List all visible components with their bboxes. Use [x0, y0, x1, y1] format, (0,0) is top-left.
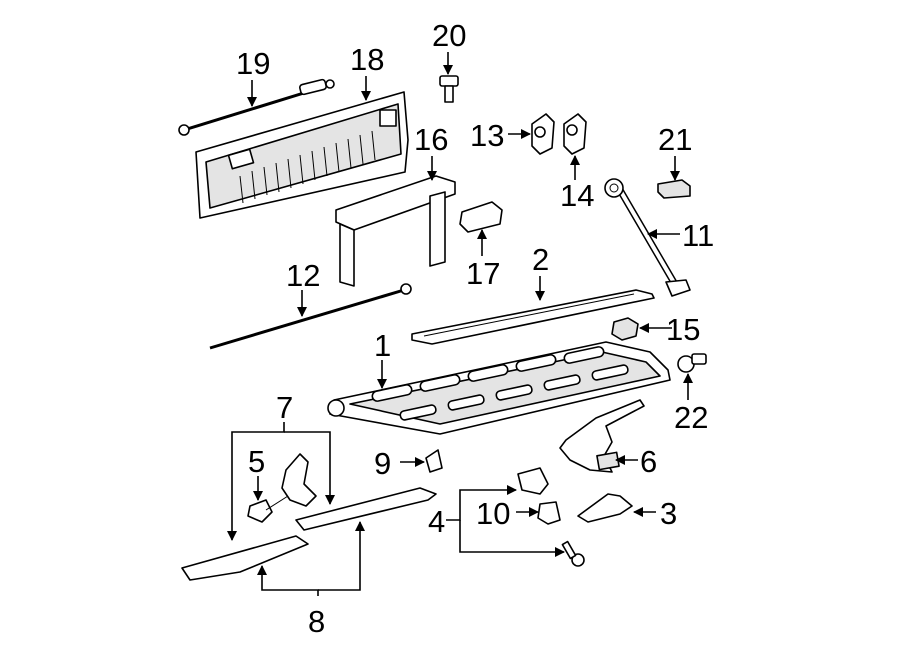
- callout-18: 18: [350, 42, 384, 77]
- callout-1: 1: [374, 328, 391, 363]
- tailgate-insert-part-2: [411, 289, 655, 345]
- callout-7: 7: [276, 390, 293, 425]
- callout-8: 8: [308, 604, 325, 639]
- callout-21: 21: [658, 122, 692, 157]
- callout-14: 14: [560, 178, 594, 213]
- callout-20: 20: [432, 18, 466, 53]
- leader-lines: [227, 52, 693, 596]
- callout-15: 15: [666, 312, 700, 347]
- callout-16: 16: [414, 122, 448, 157]
- nut-part-15: [611, 317, 639, 341]
- striker-bolt-part-22: [677, 353, 707, 373]
- latch-part-6: [559, 399, 645, 473]
- bolt-part-20: [439, 75, 459, 103]
- callout-12: 12: [286, 258, 320, 293]
- support-bracket-part-16: [335, 175, 456, 287]
- callout-labels: 20 19 18 13 16 21 14 11 17 12 2 15 1 22 …: [236, 18, 714, 639]
- callout-10: 10: [476, 496, 510, 531]
- insert-part-4-top: [517, 467, 549, 495]
- callout-5: 5: [248, 444, 265, 479]
- trim-part-8-left: [181, 535, 309, 581]
- bolt-part-4-bottom: [561, 540, 585, 567]
- callout-3: 3: [660, 496, 677, 531]
- callout-19: 19: [236, 46, 270, 81]
- callout-17: 17: [466, 256, 500, 291]
- callout-9: 9: [374, 446, 391, 481]
- callout-13: 13: [470, 118, 504, 153]
- clip-part-9: [425, 449, 443, 473]
- tailgate-panel-part-18: [195, 91, 409, 219]
- callout-6: 6: [640, 444, 657, 479]
- hinge-plate-part-13: [531, 113, 555, 155]
- callout-22: 22: [674, 400, 708, 435]
- trim-part-8-right: [295, 487, 437, 531]
- clip-part-10: [537, 501, 561, 525]
- callout-2: 2: [532, 242, 549, 277]
- callout-11: 11: [682, 218, 714, 253]
- handle-rod-part-19: [178, 78, 335, 136]
- callout-4: 4: [428, 504, 445, 539]
- latch-cover-part-3: [577, 493, 633, 523]
- rod-part-12: [209, 283, 412, 350]
- bumper-part-21: [657, 179, 691, 199]
- tailgate-inner-panel-part-1: [327, 341, 671, 435]
- hinge-plate-part-14: [563, 113, 587, 155]
- clip-part-17: [459, 201, 503, 233]
- release-assembly-part-5: [247, 453, 317, 523]
